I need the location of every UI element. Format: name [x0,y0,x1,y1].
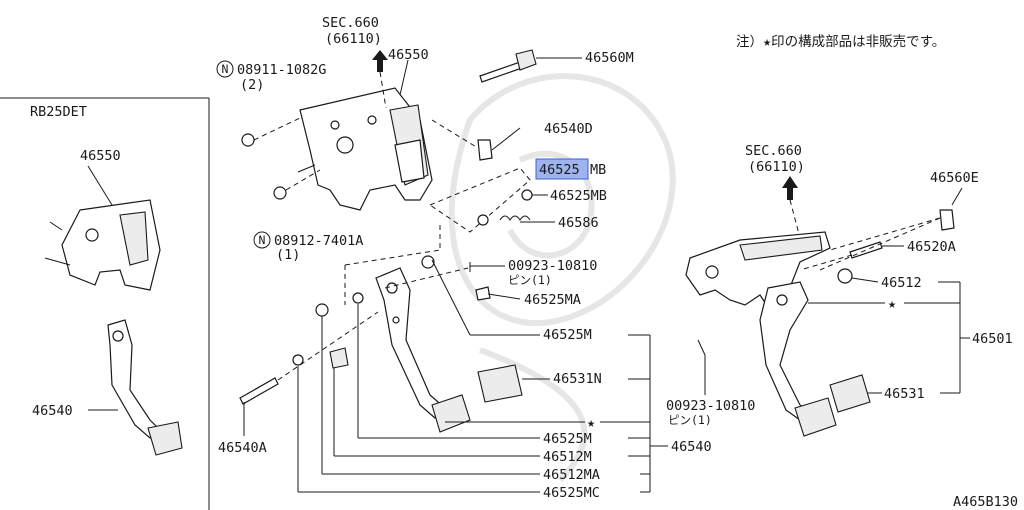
label-pin-right: ピン(1) [668,413,712,427]
star-mark-2: ★ [888,296,896,312]
bolt-46560E [939,209,955,231]
figure-id: A465B130 [953,494,1018,510]
nut-symbol-icon [216,60,234,78]
label-08912-7401A[interactable]: 08912-7401A [274,233,363,249]
label-46512[interactable]: 46512 [881,275,922,291]
label-00923-10810-right[interactable]: 00923-10810 [666,398,755,414]
label-46540A[interactable]: 46540A [218,440,267,456]
label-46531[interactable]: 46531 [884,386,925,402]
bolt-46520A [849,241,883,259]
label-46501[interactable]: 46501 [972,331,1013,347]
pedal-46501 [759,281,871,437]
label-46560E[interactable]: 46560E [930,170,979,186]
label-pin: ピン(1) [508,273,552,287]
nut-symbol-text-2: N [259,233,266,247]
arrow-up-icon-right [782,176,798,200]
inset-border [0,97,210,510]
label-46540D[interactable]: 46540D [544,121,593,137]
label-46525MB[interactable]: 46525MB [550,188,607,204]
inset-pedal-46540 [107,319,183,456]
label-46512M[interactable]: 46512M [543,449,592,465]
label-46512MA[interactable]: 46512MA [543,467,600,483]
inset-bracket-46550 [44,199,161,291]
stopper [329,347,349,369]
label-46525M[interactable]: 46525M [543,327,592,343]
sec-ref-right-code: (66110) [748,159,805,175]
note-text: 注）★印の構成部品は非販売です。 [736,34,945,50]
nut-symbol-icon-2 [253,231,271,249]
sec-ref-top-code: (66110) [325,31,382,47]
pad-46531N [477,364,523,403]
label-46540[interactable]: 46540 [671,439,712,455]
bolt-46560M [479,49,537,83]
arrow-up-icon [372,50,388,72]
highlight-46525MB[interactable] [535,158,589,180]
sec-ref-top: SEC.660 [322,15,379,31]
nut-08911 [241,133,255,147]
label-00923-10810[interactable]: 00923-10810 [508,258,597,274]
bracket-46501 [685,231,831,311]
nut-symbol-text: N [222,62,229,76]
bushing-46512M [421,255,435,269]
bushing-46525M [352,292,364,304]
label-46531N[interactable]: 46531N [553,371,602,387]
bushing-46512MA [315,303,329,317]
sec-ref-right: SEC.660 [745,143,802,159]
pedal-46540 [375,267,471,433]
pad-46531 [829,374,871,413]
bushing-46525MC [292,354,304,366]
label-46525M-2[interactable]: 46525M [543,431,592,447]
spring-46586 [477,189,533,226]
bracket-46550 [299,87,433,211]
bushing-46512 [837,268,853,284]
star-mark: ★ [587,415,595,431]
label-46586[interactable]: 46586 [558,215,599,231]
label-46550[interactable]: 46550 [388,47,429,63]
label-08912-qty: (1) [276,247,300,263]
label-08911-qty: (2) [240,77,264,93]
label-46525MA[interactable]: 46525MA [524,292,581,308]
nut-08912 [273,186,287,200]
label-46525MB-highlighted[interactable]: 46525 [539,162,580,178]
watermark [448,73,676,483]
label-08911-1082G[interactable]: 08911-1082G [237,62,326,78]
clip-46525MA [475,286,491,301]
label-46560M[interactable]: 46560M [585,50,634,66]
bolt-46540A [239,377,279,405]
label-inset-46540[interactable]: 46540 [32,403,73,419]
label-46520A[interactable]: 46520A [907,239,956,255]
label-46525MC[interactable]: 46525MC [543,485,600,501]
bolt-46540D [477,139,493,161]
inset-title: RB25DET [30,104,87,120]
label-46525MB-suffix[interactable]: MB [590,162,606,178]
leader-inset-46550 [87,165,113,206]
label-inset-46550[interactable]: 46550 [80,148,121,164]
